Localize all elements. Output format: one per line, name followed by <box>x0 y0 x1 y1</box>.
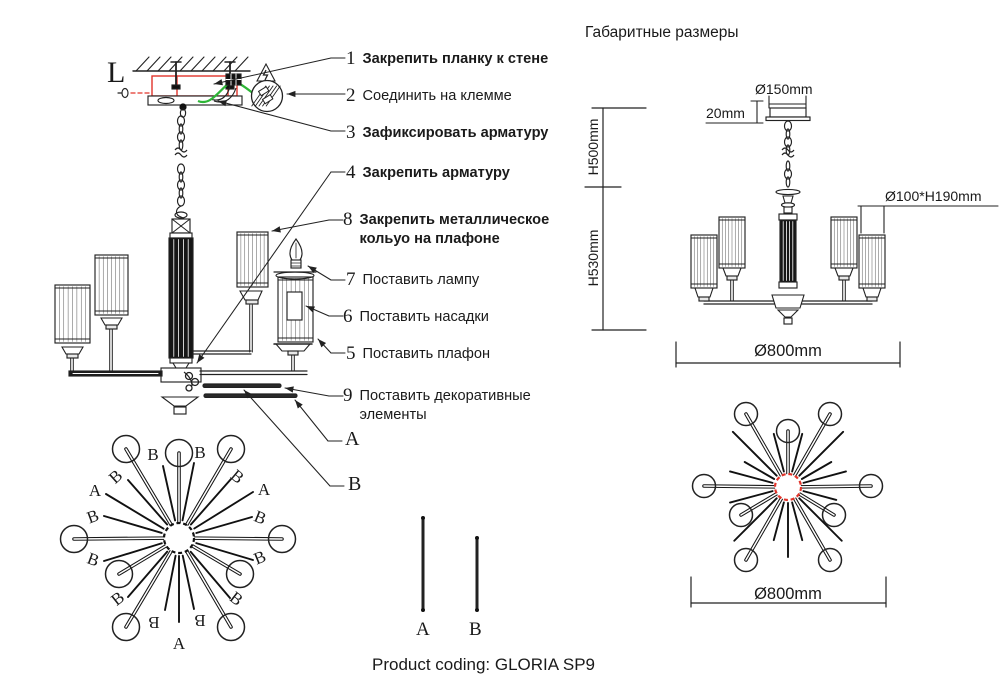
step-item-1: 1 Закрепить планку к стене <box>346 48 646 69</box>
step-item-6: 6 Поставить насадки <box>343 306 643 327</box>
step-number: 5 <box>346 343 356 364</box>
step-item-8: 8 Закрепить металлическое кольуо на плафо… <box>343 209 575 249</box>
topview-rod-label-a: A <box>257 480 271 499</box>
loose-rods <box>421 516 479 612</box>
step-item-5: 5 Поставить плафон <box>346 343 646 364</box>
top-view-left <box>59 434 297 642</box>
step-number: 3 <box>346 122 356 143</box>
rod-label-b: B <box>469 619 482 640</box>
topview-rod-label-a: A <box>172 634 186 653</box>
top-view-right <box>691 401 884 573</box>
product-coding: Product coding: GLORIA SP9 <box>372 655 596 674</box>
part-label-b: B <box>348 473 362 495</box>
live-wire-mark: L <box>107 56 126 89</box>
dimensions-title: Габаритные размеры <box>585 24 739 41</box>
step-number: 1 <box>346 48 356 69</box>
height-dimension <box>584 107 647 331</box>
dim-h530: H530mm <box>585 229 601 287</box>
topview-rod-label-a: A <box>88 481 102 500</box>
step-item-2: 2 Соединить на клемме <box>346 85 646 106</box>
leader-lines <box>196 57 346 487</box>
step-text: Зафиксировать арматуру <box>362 125 549 141</box>
step-item-3: 3 Зафиксировать арматуру <box>346 122 646 143</box>
step-number: 4 <box>346 162 356 183</box>
step-item-4: 4 Закрепить арматуру <box>346 162 646 183</box>
dim-shade-size: Ø100*H190mm <box>885 188 982 204</box>
step-number: 6 <box>343 306 353 327</box>
dim-canopy-height: 20mm <box>706 105 745 121</box>
front-view <box>675 95 999 368</box>
step-text: Закрепить металлическое кольуо на плафон… <box>359 212 550 247</box>
dim-h500: H500mm <box>585 118 601 176</box>
step-text: Соединить на клемме <box>362 88 512 104</box>
step-text: Поставить насадки <box>359 309 489 325</box>
step-item-9: 9 Поставить декоративные элементы <box>343 385 548 425</box>
topview-rod-label-b: B <box>194 611 206 630</box>
dim-diameter-top: Ø800mm <box>754 585 822 603</box>
assembly-drawing <box>54 56 317 415</box>
step-text: Закрепить планку к стене <box>362 51 549 67</box>
part-label-a: A <box>345 428 360 450</box>
step-text: Поставить декоративные элементы <box>359 388 531 423</box>
step-text: Закрепить арматуру <box>362 165 510 181</box>
dim-canopy-diameter: Ø150mm <box>755 81 813 97</box>
topview-rod-label-b: B <box>147 445 159 464</box>
step-item-7: 7 Поставить лампу <box>346 269 646 290</box>
step-number: 8 <box>343 209 353 230</box>
step-text: Поставить плафон <box>362 346 491 362</box>
dim-diameter-front: Ø800mm <box>754 342 822 360</box>
top-view-dimension <box>690 576 887 608</box>
topview-rod-label-b: B <box>194 443 206 462</box>
step-text: Поставить лампу <box>362 272 480 288</box>
rod-label-a: A <box>416 619 430 640</box>
step-number: 9 <box>343 385 353 406</box>
step-number: 2 <box>346 85 356 106</box>
step-number: 7 <box>346 269 356 290</box>
topview-rod-label-b: B <box>148 613 160 632</box>
